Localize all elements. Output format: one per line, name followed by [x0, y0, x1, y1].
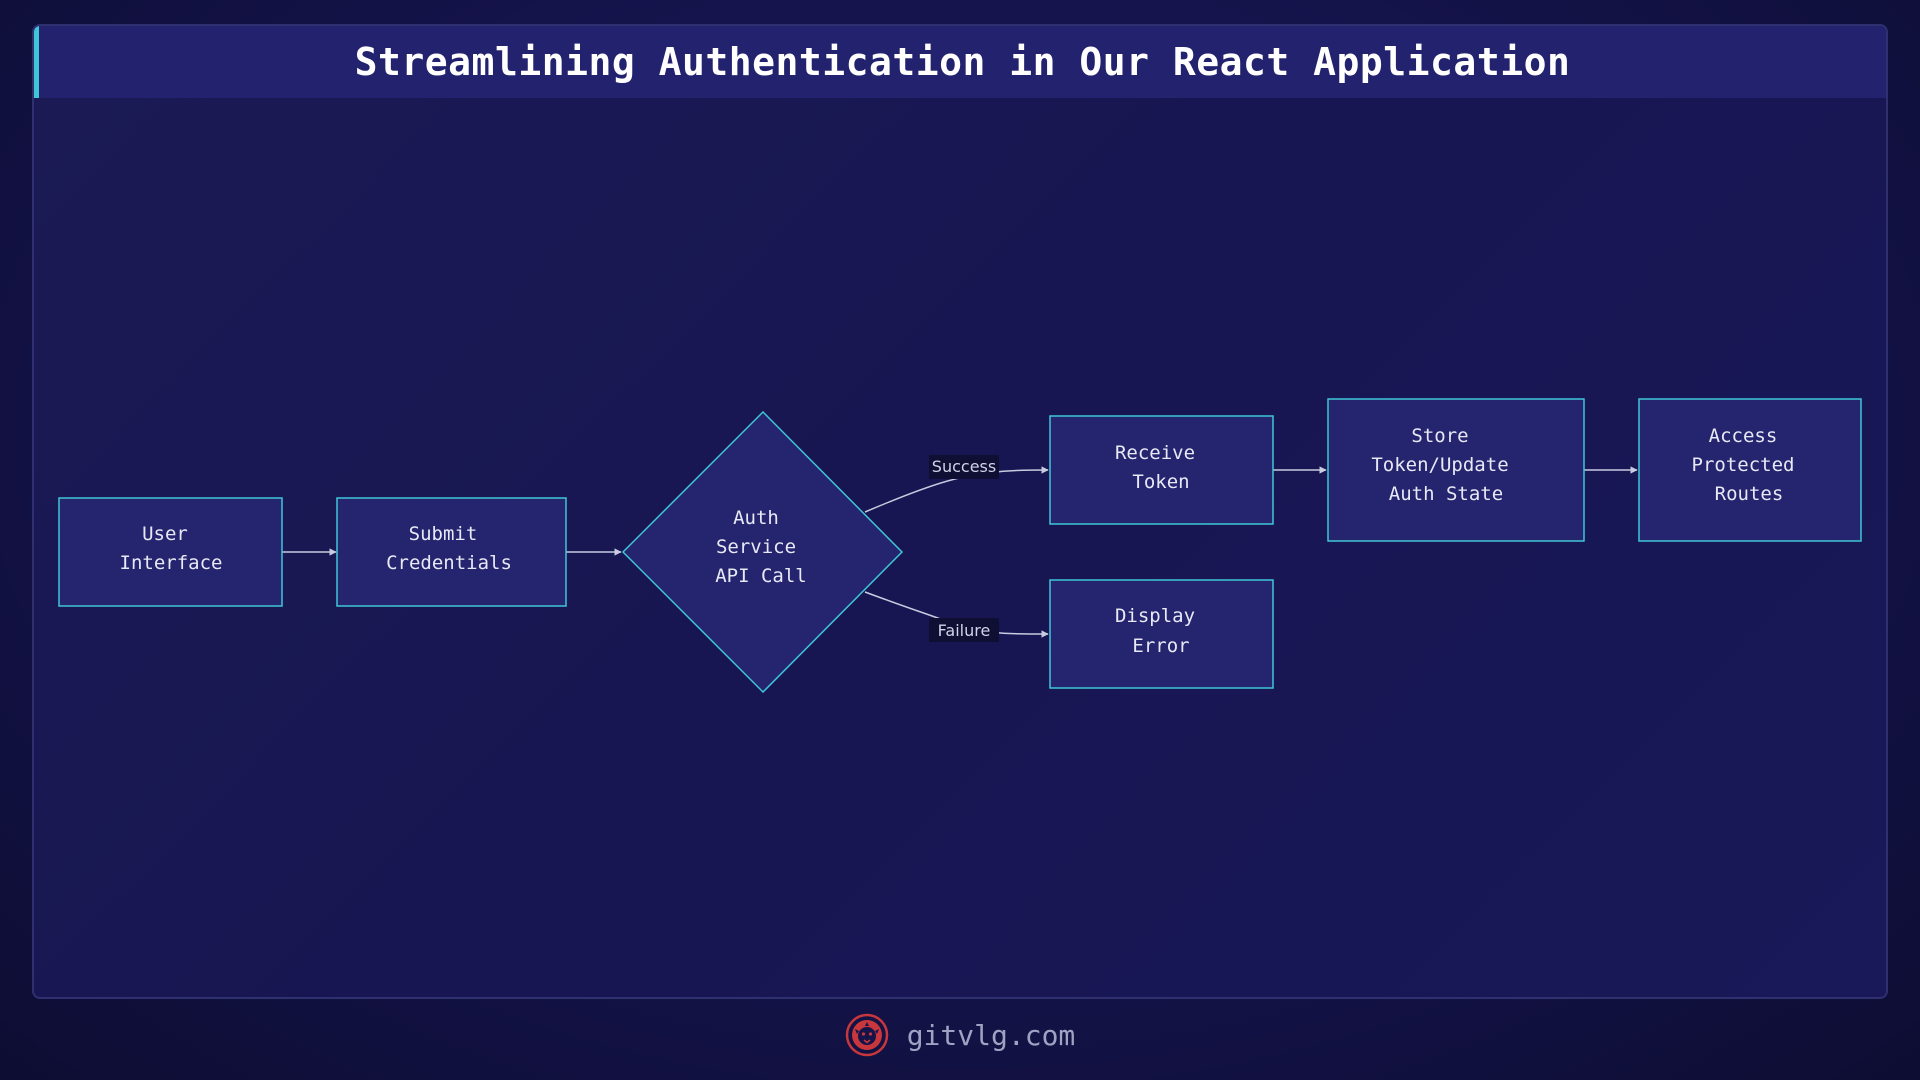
- edge-label-success-text: Success: [932, 457, 996, 476]
- node-display-error: Display Error: [1049, 579, 1274, 689]
- node-store-token-line-2: Token/Update: [1371, 454, 1508, 476]
- node-access-routes: Access Protected Routes: [1638, 398, 1862, 542]
- node-submit-credentials-line-2: Credentials: [386, 552, 512, 574]
- footer-site-link[interactable]: gitvlg.com: [906, 1018, 1076, 1052]
- node-auth-service-line-3: API Call: [715, 565, 807, 587]
- edge-label-failure-text: Failure: [938, 621, 991, 640]
- node-display-error-line-1: Display: [1115, 605, 1195, 627]
- node-user-interface-line-1: User: [142, 523, 188, 545]
- node-receive-token-line-1: Receive: [1115, 442, 1195, 464]
- lion-head-icon: [845, 1013, 888, 1057]
- node-receive-token-line-2: Token: [1132, 471, 1189, 493]
- node-submit-credentials-line-1: Submit: [409, 523, 478, 545]
- edge-label-success: Success: [929, 455, 999, 479]
- node-access-routes-line-2: Protected: [1692, 454, 1795, 476]
- node-store-token-line-3: Auth State: [1389, 483, 1503, 505]
- node-display-error-line-2: Error: [1132, 635, 1189, 657]
- node-auth-service-line-1: Auth: [733, 507, 779, 529]
- page-title: Streamlining Authentication in Our React…: [354, 40, 1571, 84]
- node-submit-credentials: Submit Credentials: [336, 497, 567, 607]
- node-auth-service-decision: Auth Service API Call: [621, 410, 904, 694]
- node-store-token-line-1: Store: [1411, 425, 1468, 447]
- edge-label-failure: Failure: [929, 618, 999, 642]
- node-access-routes-line-3: Routes: [1715, 483, 1784, 505]
- node-user-interface-line-2: Interface: [120, 552, 223, 574]
- node-access-routes-line-1: Access: [1709, 425, 1778, 447]
- node-auth-service-line-2: Service: [716, 536, 796, 558]
- node-receive-token: Receive Token: [1049, 415, 1274, 525]
- title-bar: Streamlining Authentication in Our React…: [34, 26, 1886, 98]
- node-user-interface: User Interface: [58, 497, 283, 607]
- node-store-token: Store Token/Update Auth State: [1327, 398, 1585, 542]
- footer: gitvlg.com: [0, 1010, 1920, 1060]
